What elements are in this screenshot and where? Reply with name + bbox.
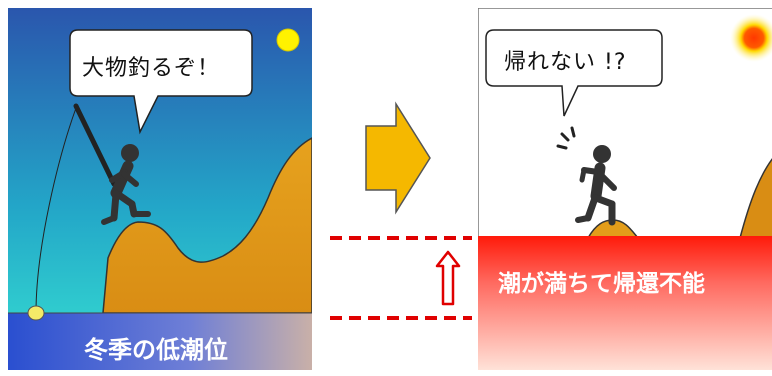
speech-bubble-right (485, 29, 663, 117)
sun-icon (276, 28, 300, 52)
fishing-line (35, 107, 77, 314)
high-tide-water (478, 236, 772, 370)
fishing-float-icon (27, 305, 45, 321)
up-arrow-icon (435, 250, 461, 306)
left-panel-low-tide: 大物釣るぞ！ 冬季の低潮位 (8, 8, 312, 370)
right-arrow-icon (365, 101, 431, 215)
fishing-rod (73, 103, 117, 187)
transition-area (330, 101, 472, 320)
person-fishing-icon (101, 144, 151, 225)
low-tide-label: 冬季の低潮位 (84, 336, 228, 364)
person-running-icon (575, 145, 617, 226)
sun-icon (730, 14, 772, 62)
left-scene (8, 8, 312, 370)
surprise-marks-icon (556, 126, 576, 150)
high-tide-label: 潮が満ちて帰還不能 (498, 271, 705, 297)
right-panel-high-tide: 帰れない !? 潮が満ちて帰還不能 (478, 8, 772, 370)
speech-text-left: 大物釣るぞ！ (82, 56, 221, 81)
mountain-right (739, 158, 772, 239)
speech-text-right: 帰れない !? (504, 50, 627, 75)
mountain (102, 137, 312, 314)
low-tide-water (8, 313, 312, 370)
speech-bubble-left (69, 29, 253, 135)
right-scene (478, 8, 772, 370)
